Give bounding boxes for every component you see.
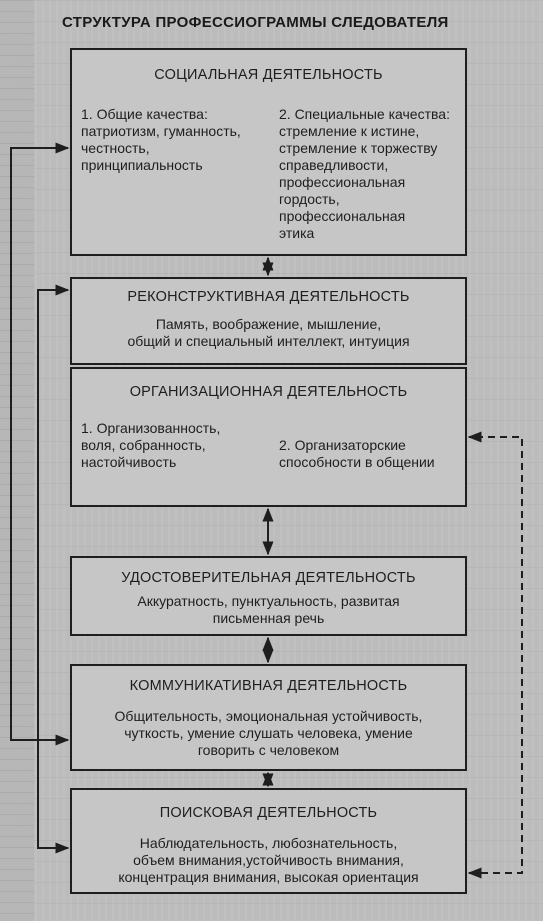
block-organizational: ОРГАНИЗАЦИОННАЯ ДЕЯТЕЛЬНОСТЬ 1. Организо… (70, 367, 467, 507)
block-reconstructive-title: РЕКОНСТРУКТИВНАЯ ДЕЯТЕЛЬНОСТЬ (127, 289, 410, 305)
loop-social-communicative (10, 142, 70, 746)
block-certifying-title: УДОСТОВЕРИТЕЛЬНАЯ ДЕЯТЕЛЬНОСТЬ (121, 570, 416, 586)
block-certifying: УДОСТОВЕРИТЕЛЬНАЯ ДЕЯТЕЛЬНОСТЬ Аккуратно… (70, 556, 467, 636)
block-organizational-title: ОРГАНИЗАЦИОННАЯ ДЕЯТЕЛЬНОСТЬ (129, 384, 408, 400)
block-search-text: Наблюдательность, любознательность, объе… (118, 835, 419, 885)
loop-reconstructive-search (37, 284, 70, 854)
block-communicative-title: КОММУНИКАТИВНАЯ ДЕЯТЕЛЬНОСТЬ (129, 678, 408, 694)
block-communicative: КОММУНИКАТИВНАЯ ДЕЯТЕЛЬНОСТЬ Общительнос… (70, 664, 467, 771)
dashed-link-search-organizational (467, 431, 523, 879)
block-social-general-qualities: 1. Общие качества: патриотизм, гуманност… (81, 106, 241, 173)
block-organizational-organizing-abilities: 2. Организаторские способности в общении (279, 437, 435, 470)
block-social: СОЦИАЛЬНАЯ ДЕЯТЕЛЬНОСТЬ 1. Общие качеств… (70, 48, 467, 256)
block-reconstructive-text: Память, воображение, мышление, общий и с… (127, 316, 410, 349)
block-organizational-personal-qualities: 1. Организованность, воля, собранность, … (81, 420, 221, 470)
block-certifying-text: Аккуратность, пунктуальность, развитая п… (137, 593, 400, 626)
block-communicative-text: Общительность, эмоциональная устойчивост… (114, 708, 423, 758)
diagram-title: СТРУКТУРА ПРОФЕССИОГРАММЫ СЛЕДОВАТЕЛЯ (62, 14, 449, 31)
block-social-special-qualities: 2. Специальные качества: стремление к ис… (279, 106, 450, 241)
block-search-title: ПОИСКОВАЯ ДЕЯТЕЛЬНОСТЬ (159, 805, 378, 821)
adjacent-page-edge (0, 0, 34, 921)
block-search: ПОИСКОВАЯ ДЕЯТЕЛЬНОСТЬ Наблюдательность,… (70, 788, 467, 894)
block-reconstructive: РЕКОНСТРУКТИВНАЯ ДЕЯТЕЛЬНОСТЬ Память, во… (70, 277, 467, 365)
block-social-title: СОЦИАЛЬНАЯ ДЕЯТЕЛЬНОСТЬ (154, 67, 383, 83)
